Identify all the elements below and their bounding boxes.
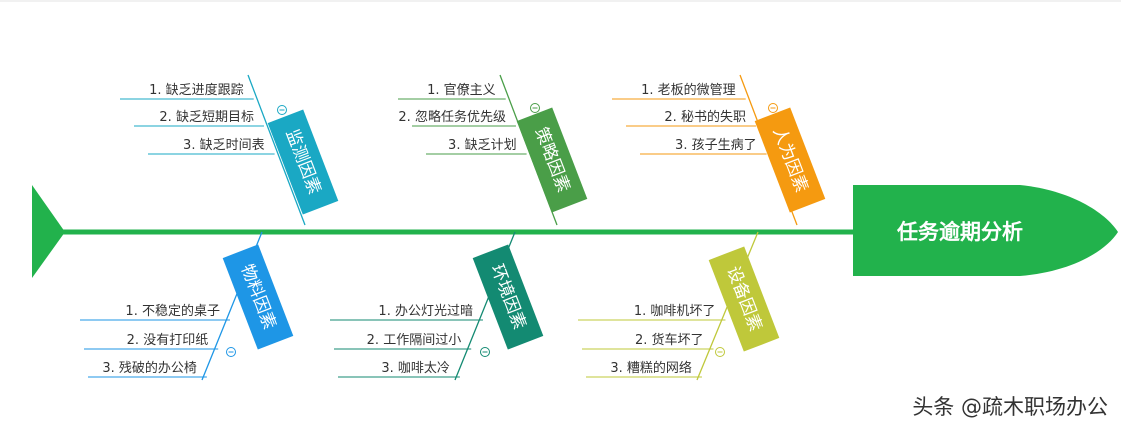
category-box-monitor[interactable]: 监测因素 bbox=[267, 109, 339, 215]
cause-item[interactable]: 2. 工作隔间过小 bbox=[367, 333, 462, 348]
branches: 1. 缺乏进度跟踪 2. 缺乏短期目标 3. 缺乏时间表监测因素 1. 官僚主义 2. … bbox=[80, 74, 826, 381]
cause-item[interactable]: 3. 孩子生病了 bbox=[675, 138, 757, 153]
cause-item[interactable]: 2. 缺乏短期目标 bbox=[159, 110, 254, 125]
cause-item[interactable]: 1. 缺乏进度跟踪 bbox=[149, 82, 244, 98]
cause-item[interactable]: 2. 秘书的失职 bbox=[664, 109, 746, 125]
collapse-icon[interactable] bbox=[226, 347, 236, 357]
category-box-equipment[interactable]: 设备因素 bbox=[708, 246, 780, 352]
cause-item[interactable]: 2. 忽略任务优先级 bbox=[398, 109, 506, 125]
collapse-icon[interactable] bbox=[480, 347, 490, 357]
collapse-icon[interactable] bbox=[768, 103, 778, 113]
category-box-material[interactable]: 物料因素 bbox=[222, 244, 294, 350]
branch-line bbox=[247, 74, 306, 226]
category-box bbox=[222, 244, 294, 350]
cause-item[interactable]: 1. 官僚主义 bbox=[427, 82, 496, 98]
collapse-icon[interactable] bbox=[530, 103, 540, 113]
cause-item[interactable]: 3. 缺乏计划 bbox=[448, 138, 517, 153]
cause-item[interactable]: 3. 残破的办公椅 bbox=[102, 360, 197, 376]
cause-item[interactable]: 3. 缺乏时间表 bbox=[183, 138, 265, 153]
branch-monitor: 1. 缺乏进度跟踪 2. 缺乏短期目标 3. 缺乏时间表监测因素 bbox=[120, 74, 339, 226]
collapse-icon[interactable] bbox=[277, 105, 287, 115]
branch-human: 1. 老板的微管理 2. 秘书的失职 3. 孩子生病了人为因素 bbox=[612, 74, 826, 226]
category-box-human[interactable]: 人为因素 bbox=[754, 107, 826, 213]
category-box-strategy[interactable]: 策略因素 bbox=[516, 107, 588, 213]
fish-tail bbox=[32, 185, 65, 278]
cause-item[interactable]: 1. 办公灯光过暗 bbox=[378, 304, 473, 319]
category-box bbox=[267, 109, 339, 215]
collapse-icon[interactable] bbox=[715, 347, 725, 357]
watermark: 头条 @疏木职场办公 bbox=[912, 395, 1108, 419]
category-box bbox=[472, 244, 544, 350]
cause-item[interactable]: 2. 没有打印纸 bbox=[127, 333, 209, 348]
fish-head bbox=[853, 185, 1118, 276]
cause-item[interactable]: 2. 货车坏了 bbox=[635, 332, 704, 348]
category-box bbox=[708, 246, 780, 352]
branch-environment: 1. 办公灯光过暗 2. 工作隔间过小 3. 咖啡太冷 环境因素 bbox=[330, 231, 544, 381]
branch-strategy: 1. 官僚主义 2. 忽略任务优先级 3. 缺乏计划策略因素 bbox=[398, 74, 588, 226]
cause-item[interactable]: 1. 不稳定的桌子 bbox=[125, 303, 220, 319]
category-box-environment[interactable]: 环境因素 bbox=[472, 244, 544, 350]
category-box bbox=[754, 107, 826, 213]
cause-item[interactable]: 3. 咖啡太冷 bbox=[381, 361, 450, 376]
cause-item[interactable]: 3. 糟糕的网络 bbox=[610, 360, 692, 376]
cause-item[interactable]: 1. 咖啡机坏了 bbox=[634, 304, 716, 319]
head-title: 任务逾期分析 bbox=[896, 219, 1023, 244]
branch-material: 1. 不稳定的桌子 2. 没有打印纸 3. 残破的办公椅 物料因素 bbox=[80, 231, 294, 381]
cause-item[interactable]: 1. 老板的微管理 bbox=[641, 82, 736, 98]
category-box bbox=[516, 107, 588, 213]
